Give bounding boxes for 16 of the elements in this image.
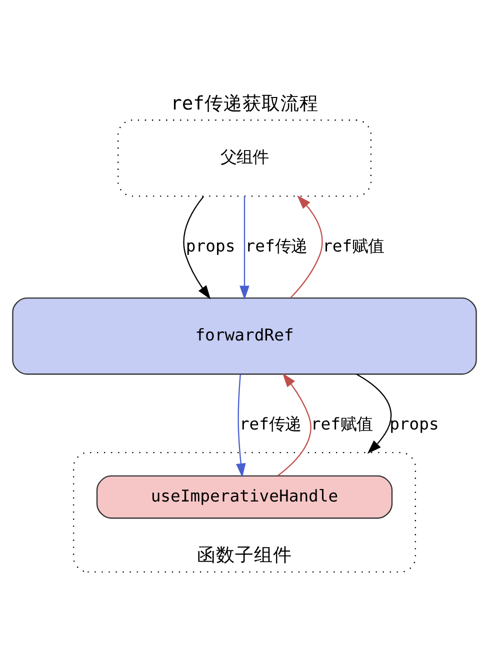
arrow bbox=[183, 196, 211, 299]
edge-label: props bbox=[390, 414, 439, 433]
arrow bbox=[236, 374, 246, 478]
edge-label: ref赋值 bbox=[310, 414, 372, 433]
arrow bbox=[290, 194, 323, 298]
node-box: forwardRef bbox=[12, 296, 477, 374]
node-box: 父组件 bbox=[118, 119, 372, 196]
edge-label: props bbox=[186, 236, 236, 255]
edge-label: ref赋值 bbox=[322, 236, 384, 255]
arrow bbox=[277, 372, 312, 476]
edge-label: ref传递 bbox=[245, 236, 307, 255]
edge-label: ref传递 bbox=[239, 414, 302, 433]
diagram-title: ref传递获取流程 bbox=[170, 92, 318, 114]
node-box: useImperativeHandle bbox=[96, 474, 393, 518]
arrow bbox=[356, 373, 392, 454]
arrow bbox=[240, 196, 250, 300]
